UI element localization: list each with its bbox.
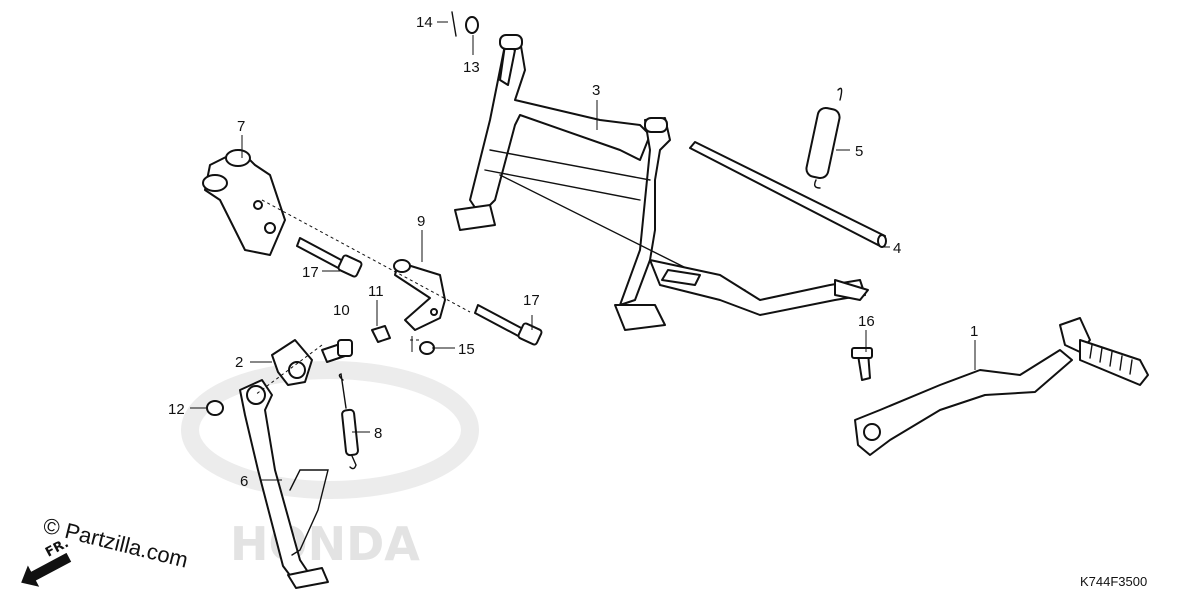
callout-16: 16	[858, 313, 875, 330]
stand-bracket	[202, 149, 286, 256]
callout-13: 13	[463, 59, 480, 76]
diagram-code: K744F3500	[1080, 574, 1147, 589]
stand-collar	[393, 259, 446, 331]
kick-arm	[854, 317, 1149, 456]
side-stand-switch	[271, 339, 313, 386]
main-stand	[454, 34, 869, 331]
flange-bolt-lower	[474, 304, 543, 346]
callout-11: 11	[368, 283, 384, 300]
callouts: 14 13 3 5 4 7 9 17 17 11 10 15 2 12 6 8 …	[168, 14, 978, 490]
nut-12	[206, 400, 224, 416]
callout-4: 4	[893, 240, 901, 257]
watermark-text: HONDA	[230, 517, 420, 571]
stand-spring	[805, 87, 843, 189]
honda-watermark: HONDA	[181, 361, 479, 571]
callout-8: 8	[374, 425, 382, 442]
pivot-pipe	[689, 141, 887, 248]
flange-bolt-upper	[296, 237, 363, 278]
side-stand	[239, 379, 329, 589]
nut-11	[371, 325, 391, 343]
callout-9: 9	[417, 213, 425, 230]
callout-3: 3	[592, 82, 600, 99]
callout-17b: 17	[523, 292, 540, 309]
side-stand-spring	[338, 373, 359, 470]
callout-7: 7	[237, 118, 245, 135]
callout-1: 1	[970, 323, 978, 340]
leader-lines	[190, 21, 976, 481]
washer-13	[465, 16, 479, 34]
kick-bolt	[851, 347, 873, 381]
callout-12: 12	[168, 401, 185, 418]
callout-17a: 17	[302, 264, 319, 281]
pivot-bolt	[321, 339, 353, 363]
nut-15	[419, 341, 435, 355]
callout-10: 10	[333, 302, 350, 319]
callout-15: 15	[458, 341, 475, 358]
callout-14: 14	[416, 14, 433, 31]
callout-5: 5	[855, 143, 863, 160]
cotter-pin-14	[451, 11, 457, 37]
callout-2: 2	[235, 354, 243, 371]
front-direction-arrow: FR.	[21, 536, 71, 587]
callout-6: 6	[240, 473, 248, 490]
